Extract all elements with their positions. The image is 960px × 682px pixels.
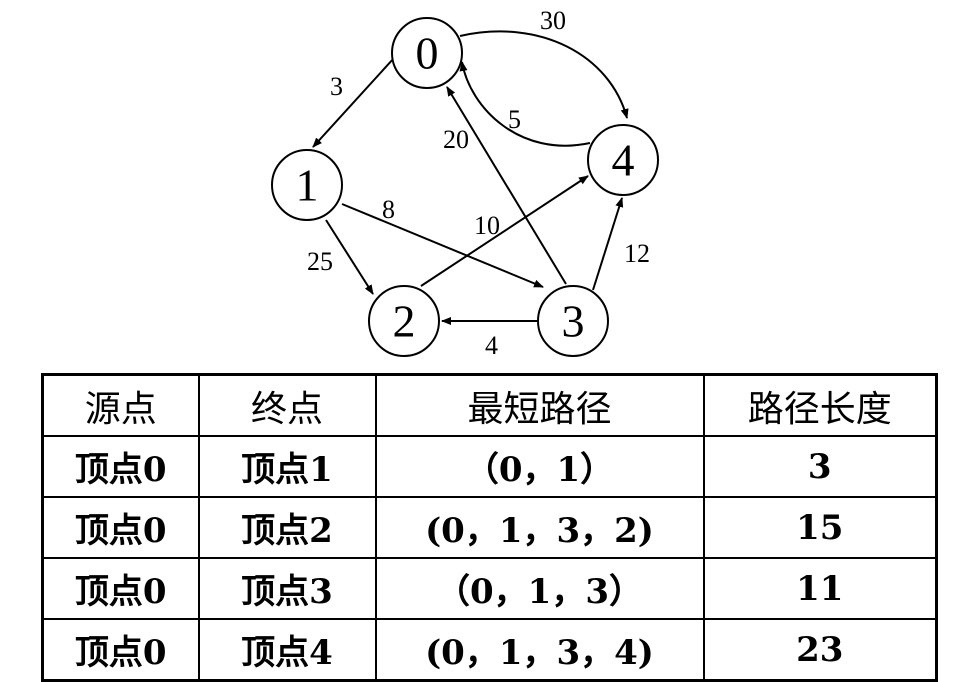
cell-destination: 顶点3 bbox=[197, 557, 377, 620]
table-row: 顶点0 顶点3 （0，1，3） 11 bbox=[41, 557, 938, 620]
cell-length: 11 bbox=[702, 557, 938, 620]
cell-source: 顶点0 bbox=[41, 435, 200, 498]
cell-source: 顶点0 bbox=[41, 557, 200, 620]
cell-source: 顶点0 bbox=[41, 618, 200, 682]
edge-3-4 bbox=[592, 197, 624, 291]
directed-graph: 3 30 5 20 8 10 25 12 4 0 1 2 3 4 bbox=[271, 6, 659, 360]
cell-destination: 顶点1 bbox=[197, 435, 377, 498]
node-label-3: 3 bbox=[562, 296, 585, 347]
header-path-length: 路径长度 bbox=[702, 373, 938, 437]
cell-source: 顶点0 bbox=[41, 496, 200, 559]
edge-1-3 bbox=[341, 203, 544, 288]
edge-0-1 bbox=[312, 57, 395, 148]
shortest-path-table: 源点 终点 最短路径 路径长度 顶点0 顶点1 （0，1） 3 顶点0 顶点2 … bbox=[41, 373, 938, 682]
cell-path: （0，1） bbox=[374, 435, 705, 498]
graph-node-0: 0 bbox=[391, 17, 463, 89]
cell-length: 3 bbox=[702, 435, 938, 498]
edge-3-0 bbox=[446, 86, 567, 285]
edge-weight-1-3: 8 bbox=[382, 195, 395, 224]
graph-node-4: 4 bbox=[587, 124, 659, 196]
graph-node-1: 1 bbox=[271, 149, 343, 221]
node-label-0: 0 bbox=[416, 28, 439, 79]
cell-destination: 顶点2 bbox=[197, 496, 377, 559]
node-label-2: 2 bbox=[393, 296, 416, 347]
edge-weight-3-4: 12 bbox=[624, 239, 650, 268]
header-shortest-path: 最短路径 bbox=[374, 373, 705, 437]
edge-weight-1-2: 25 bbox=[307, 247, 333, 276]
node-label-1: 1 bbox=[296, 160, 319, 211]
graph-node-2: 2 bbox=[368, 285, 440, 357]
edge-weight-4-0: 5 bbox=[508, 105, 521, 134]
cell-length: 23 bbox=[702, 618, 938, 682]
cell-length: 15 bbox=[702, 496, 938, 559]
edge-weight-0-1: 3 bbox=[330, 72, 343, 101]
edge-weight-3-2: 4 bbox=[485, 331, 498, 360]
edge-4-0 bbox=[459, 61, 591, 147]
edge-1-2 bbox=[325, 219, 374, 295]
cell-path: (0，1，3，4) bbox=[374, 618, 705, 682]
cell-path: （0，1，3） bbox=[374, 557, 705, 620]
table-header-row: 源点 终点 最短路径 路径长度 bbox=[41, 373, 938, 437]
table-row: 顶点0 顶点2 (0，1，3，2) 15 bbox=[41, 496, 938, 559]
cell-path: (0，1，3，2) bbox=[374, 496, 705, 559]
header-destination: 终点 bbox=[197, 373, 377, 437]
header-source: 源点 bbox=[41, 373, 200, 437]
edge-2-4 bbox=[420, 175, 589, 287]
table-row: 顶点0 顶点4 (0，1，3，4) 23 bbox=[41, 618, 938, 682]
edge-0-4 bbox=[459, 30, 629, 119]
edge-weight-0-4: 30 bbox=[540, 6, 566, 35]
edge-weight-3-0: 20 bbox=[443, 125, 469, 154]
cell-destination: 顶点4 bbox=[197, 618, 377, 682]
table-row: 顶点0 顶点1 （0，1） 3 bbox=[41, 435, 938, 498]
graph-node-3: 3 bbox=[537, 285, 609, 357]
edge-weight-2-4: 10 bbox=[474, 211, 500, 240]
node-label-4: 4 bbox=[612, 135, 635, 186]
